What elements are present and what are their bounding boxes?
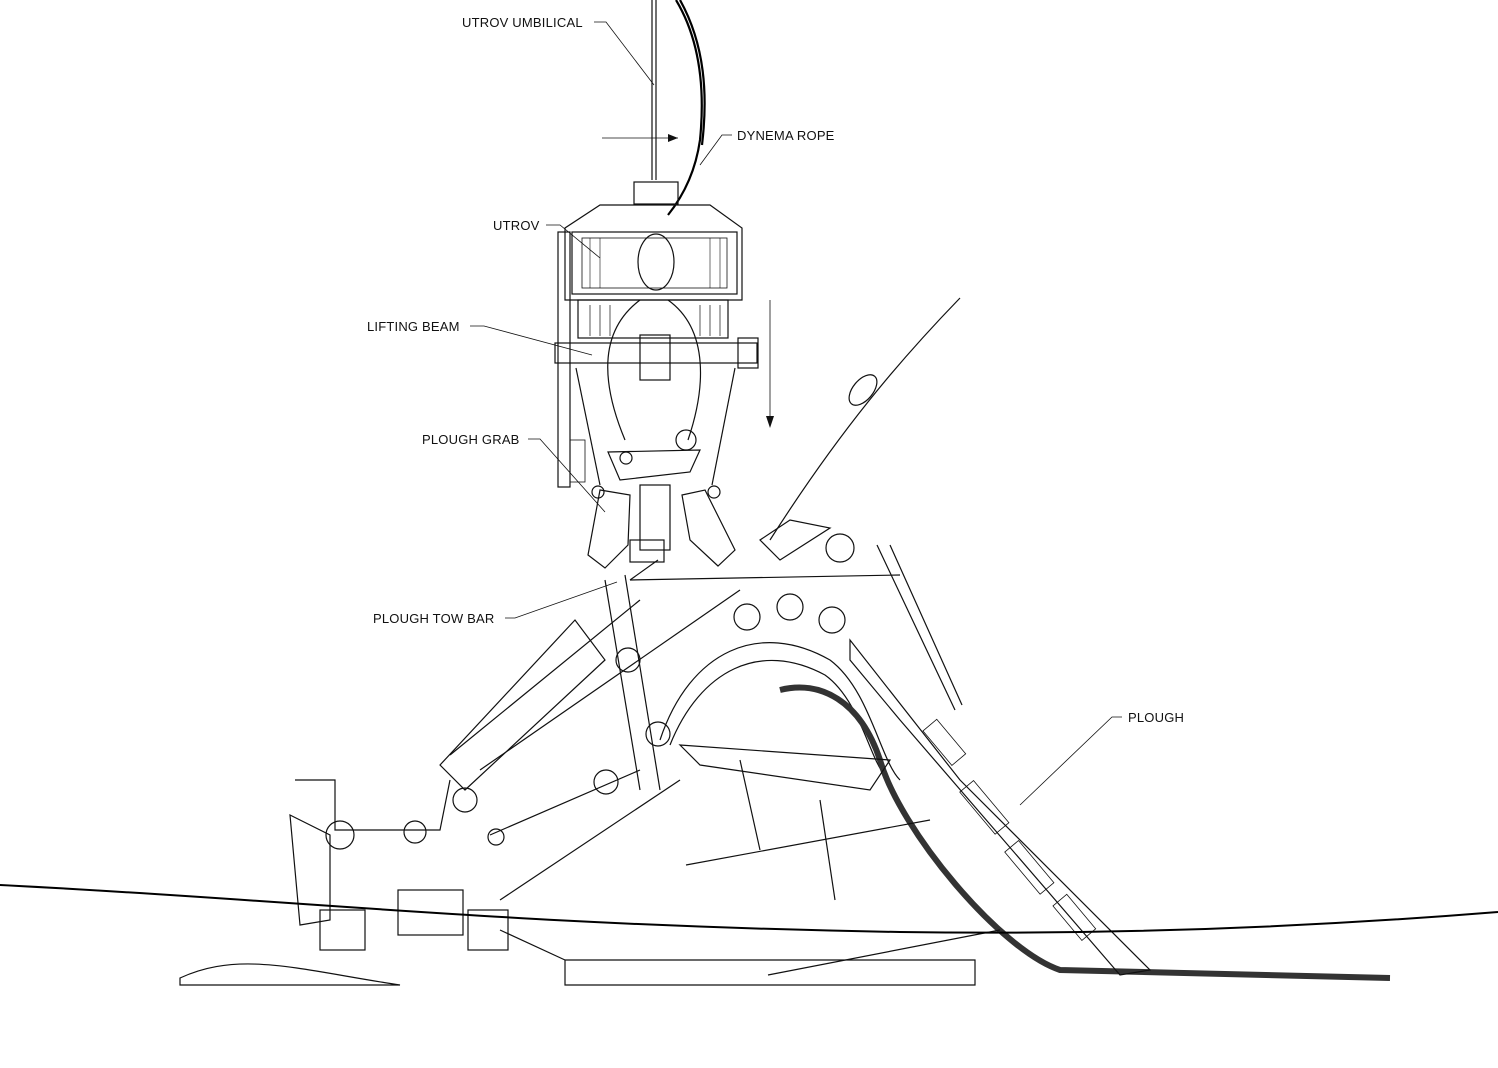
motion-arrows <box>602 134 774 428</box>
utrov-vehicle <box>557 181 743 488</box>
label-utrov: UTROV <box>493 218 540 233</box>
label-utrov-umbilical: UTROV UMBILICAL <box>462 15 583 30</box>
seabed-line <box>0 884 1498 934</box>
plough-body <box>179 519 1391 986</box>
utrov-umbilical-line <box>651 0 657 180</box>
tow-cable <box>769 297 961 541</box>
dynema-rope <box>667 0 703 216</box>
label-lifting-beam: LIFTING BEAM <box>367 319 460 334</box>
label-dynema-rope: DYNEMA ROPE <box>737 128 835 143</box>
leader-lines <box>470 21 1122 806</box>
label-plough: PLOUGH <box>1128 710 1185 725</box>
plough-grab <box>587 449 736 569</box>
label-plough-tow-bar: PLOUGH TOW BAR <box>373 611 495 626</box>
lifting-beam <box>554 299 759 486</box>
label-plough-grab: PLOUGH GRAB <box>422 432 520 447</box>
